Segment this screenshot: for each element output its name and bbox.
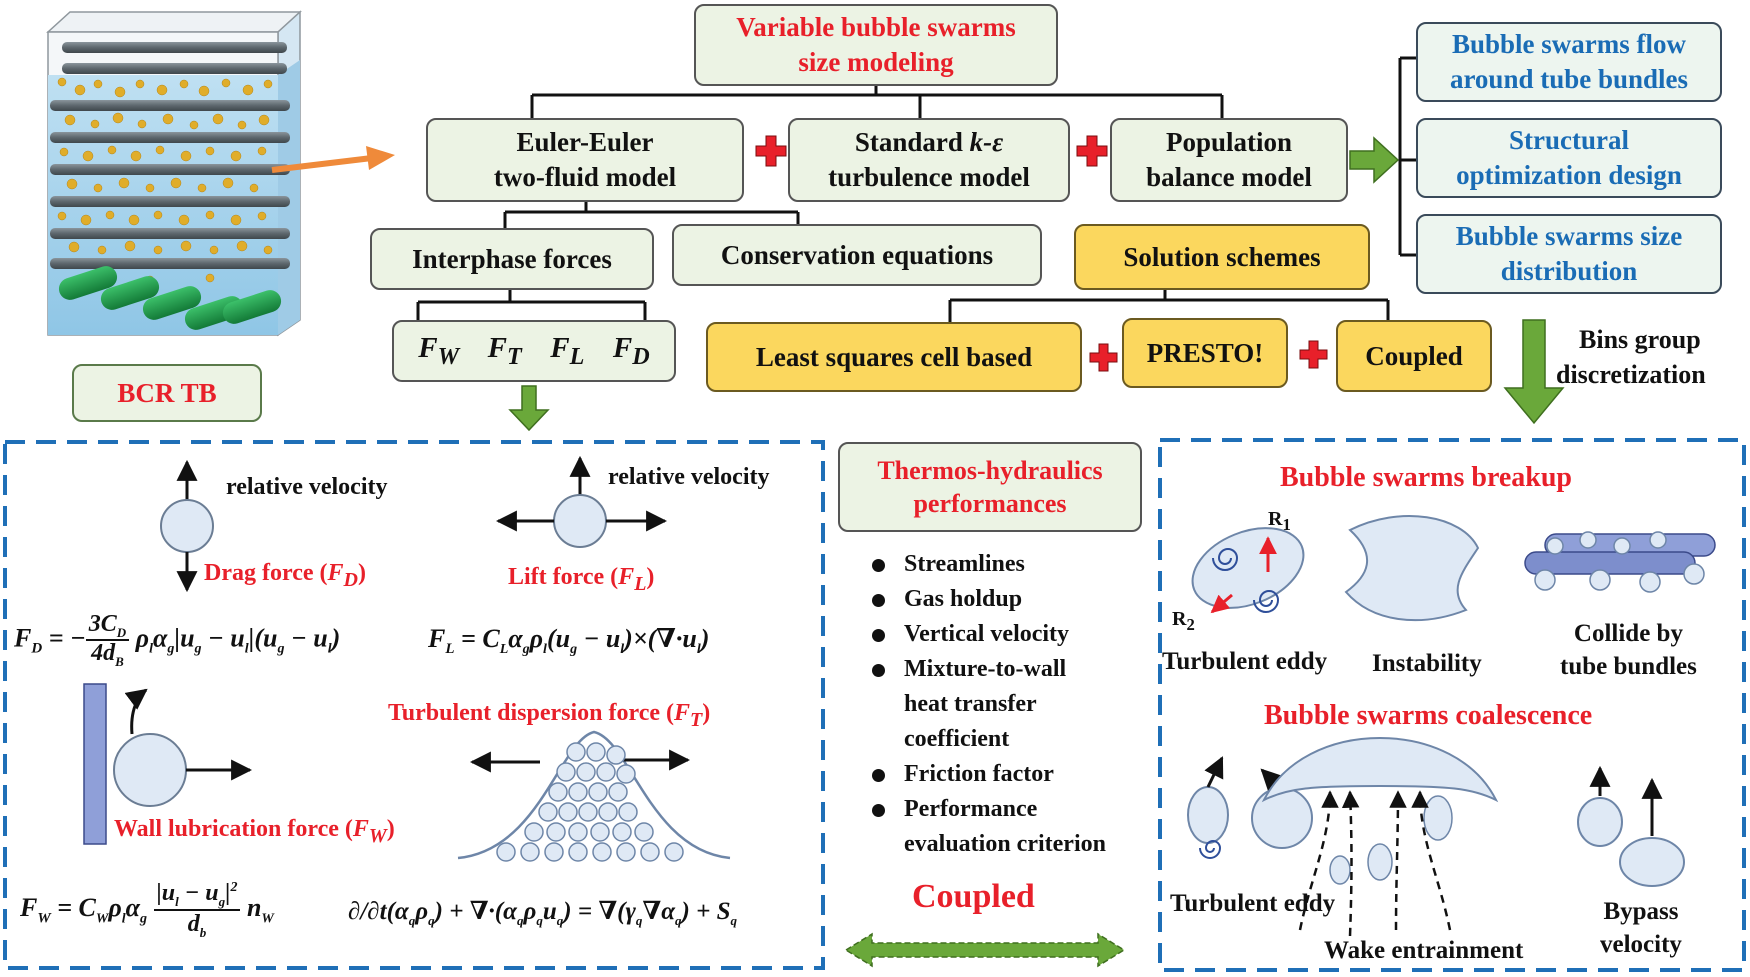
turbulence-line-1b: k-ε: [969, 127, 1004, 158]
output-size-line-1: Bubble swarms size: [1455, 221, 1683, 252]
output-structural-line-2: optimization design: [1456, 160, 1682, 190]
relative-velocity-label-1: relative velocity: [226, 474, 388, 500]
output-structural-line-1: Structural: [1509, 125, 1629, 156]
title-line-1: Variable bubble swarms: [736, 12, 1016, 43]
wall-lubrication-label: Wall lubrication force (FW): [114, 816, 395, 847]
reactor-to-model-arrow: [271, 146, 395, 173]
output-size-line-2: distribution: [1500, 256, 1638, 286]
bypass-velocity-label: Bypass velocity: [1600, 898, 1682, 958]
turbulent-dispersion-label: Turbulent dispersion force (FT): [388, 700, 711, 731]
list-item: Gas holdup: [866, 582, 1106, 617]
ft-symbol: FT: [487, 331, 522, 370]
list-item: Mixture-to-wall: [866, 652, 1106, 687]
list-item-continuation: coefficient: [904, 726, 1010, 752]
lift-force-equation: FL = CLαgρl(ug − ul)×(∇·ul): [428, 624, 710, 658]
output-size-box: Bubble swarms size distribution: [1416, 214, 1722, 294]
drag-force-label: Drag force (FD): [204, 560, 366, 591]
instability-label: Instability: [1372, 650, 1482, 677]
thermo-title-line-2: performances: [913, 489, 1067, 518]
conservation-equation: ∂/∂t(αqρq) + ∇·(αqρquq) = ∇(γq∇αq) + Sq: [348, 898, 738, 928]
turbulent-eddy-label-2: Turbulent eddy: [1170, 890, 1336, 917]
plus-icons: [755, 135, 1328, 372]
title-box: Variable bubble swarms size modeling: [694, 4, 1058, 86]
fw-symbol: FW: [418, 331, 460, 370]
output-flow-line-2: around tube bundles: [1449, 64, 1689, 94]
coalescence-title: Bubble swarms coalescence: [1264, 700, 1593, 731]
bins-group-label: Bins group discretization: [1556, 325, 1706, 390]
forces-panel-border: [3, 440, 825, 970]
least-squares-box: Least squares cell based: [706, 322, 1082, 392]
euler-line-2: two-fluid model: [493, 162, 677, 192]
list-item: Vertical velocity: [866, 617, 1106, 652]
gas-bubbles: [57, 77, 273, 285]
interphase-forces-box: Interphase forces: [370, 228, 654, 290]
breakup-title: Bubble swarms breakup: [1280, 462, 1573, 493]
r1-label: R1: [1268, 508, 1291, 534]
list-item: Friction factor: [866, 757, 1106, 792]
least-squares-label: Least squares cell based: [755, 341, 1033, 372]
interphase-forces-label: Interphase forces: [412, 243, 612, 274]
presto-label: PRESTO!: [1146, 337, 1264, 368]
coupled-double-arrow: [844, 932, 1126, 968]
thermo-hydraulics-box: Thermos-hydraulics performances: [838, 442, 1142, 532]
population-balance-box: Population balance model: [1110, 118, 1348, 202]
turbulent-eddy-label-1: Turbulent eddy: [1162, 648, 1328, 675]
output-flow-box: Bubble swarms flow around tube bundles: [1416, 22, 1722, 102]
list-item: Performance: [866, 792, 1106, 827]
conservation-equations-label: Conservation equations: [720, 239, 994, 270]
fd-symbol: FD: [612, 331, 650, 370]
wake-entrainment-label: Wake entrainment: [1324, 937, 1524, 964]
bcr-tb-box: BCR TB: [72, 364, 262, 422]
breakup-instability: [1344, 515, 1480, 621]
force-symbols-box: FW FT FL FD: [392, 320, 676, 382]
list-item-continuation: heat transfer: [904, 691, 1037, 717]
r2-label: R2: [1172, 608, 1195, 634]
euler-euler-box: Euler-Euler two-fluid model: [426, 118, 744, 202]
turbulent-dispersion-illustration: [457, 730, 731, 862]
thermo-metrics-list: Streamlines Gas holdup Vertical velocity…: [866, 547, 1106, 862]
presto-box: PRESTO!: [1122, 318, 1288, 388]
coupled-scheme-label: Coupled: [1365, 340, 1463, 371]
fl-symbol: FL: [550, 331, 585, 370]
turbulence-line-2: turbulence model: [828, 162, 1030, 192]
solution-schemes-label: Solution schemes: [1123, 241, 1321, 272]
wall-lubrication-illustration: [83, 683, 253, 845]
green-arrows: [508, 136, 1565, 432]
lift-force-illustration: [495, 455, 668, 548]
model-tree-lines: [416, 56, 1416, 322]
title-line-2: size modeling: [798, 47, 954, 77]
population-line-1: Population: [1165, 127, 1293, 158]
thermo-title-line-1: Thermos-hydraulics: [877, 455, 1103, 485]
turbulence-line-1a: Standard: [854, 127, 970, 158]
output-structural-box: Structural optimization design: [1416, 118, 1722, 198]
population-line-2: balance model: [1146, 162, 1312, 192]
coalescence-bypass-velocity: [1577, 765, 1685, 887]
bcr-tb-label: BCR TB: [117, 377, 217, 408]
coalescence-turbulent-eddy: [1187, 756, 1313, 859]
bubbles-panel-border: [1158, 438, 1746, 972]
turbulence-model-box: Standard k-ε turbulence model: [788, 118, 1070, 202]
coupled-scheme-box: Coupled: [1336, 320, 1492, 392]
list-item-continuation: evaluation criterion: [904, 831, 1106, 857]
sparger-tubes: [58, 266, 282, 330]
drag-force-illustration: [160, 459, 214, 593]
collide-label: Collide by tube bundles: [1560, 620, 1697, 680]
output-flow-line-1: Bubble swarms flow: [1451, 29, 1686, 60]
lift-force-label: Lift force (FL): [508, 564, 655, 595]
breakup-collide-tubes: [1524, 531, 1716, 593]
solution-schemes-box: Solution schemes: [1074, 224, 1370, 290]
conservation-equations-box: Conservation equations: [672, 224, 1042, 286]
list-item: Streamlines: [866, 547, 1106, 582]
euler-line-1: Euler-Euler: [516, 127, 654, 158]
reactor-illustration: [46, 10, 302, 337]
tube-bundle-gray: [50, 42, 290, 269]
coupled-label: Coupled: [912, 878, 1035, 915]
breakup-turbulent-eddy: [1191, 527, 1305, 614]
relative-velocity-label-2: relative velocity: [608, 464, 770, 490]
coalescence-wake-entrainment: [1261, 736, 1499, 937]
